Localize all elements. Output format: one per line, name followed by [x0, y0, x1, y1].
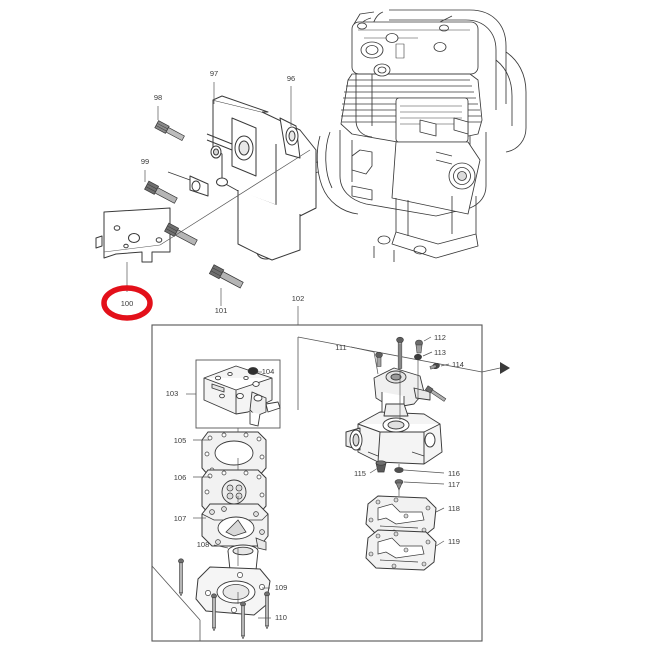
callout-118: 118 — [448, 504, 460, 513]
callout-labels: 96 97 98 99 100 101 102 103 104 105 106 … — [121, 69, 464, 622]
part-114-body — [429, 362, 440, 370]
intake-manifold-part — [167, 95, 317, 261]
callout-102: 102 — [292, 294, 305, 303]
upper-assembly-leader-lines — [103, 82, 311, 325]
callout-110: 110 — [275, 613, 287, 622]
carburetor-body-103 — [203, 365, 281, 427]
callout-97: 97 — [210, 69, 218, 78]
part-112-body — [415, 339, 423, 354]
carburetor-main-body-right — [345, 403, 443, 465]
callout-99: 99 — [141, 157, 149, 166]
part-113-body — [414, 353, 422, 361]
pump-body-107 — [201, 503, 269, 551]
part-104-valve — [247, 367, 259, 375]
frame-divider-lines — [151, 336, 510, 641]
carburetor-main-frame — [151, 324, 483, 642]
callout-96: 96 — [287, 74, 295, 83]
callout-108: 108 — [197, 540, 210, 549]
carb-right-leader-lines — [350, 336, 450, 547]
callout-103: 103 — [166, 389, 179, 398]
callout-107: 107 — [174, 514, 187, 523]
callout-112: 112 — [434, 333, 446, 342]
callout-106: 106 — [174, 473, 187, 482]
gasket-118 — [365, 495, 437, 537]
base-plate-109 — [195, 566, 271, 616]
callout-113: 113 — [434, 348, 446, 357]
red-highlight-ellipse — [101, 285, 153, 321]
gasket-plate-part-100 — [95, 207, 171, 263]
callout-116: 116 — [448, 469, 460, 478]
upper-fasteners — [144, 120, 244, 289]
callout-105: 105 — [174, 436, 187, 445]
callout-98: 98 — [154, 93, 162, 102]
callout-111: 111 — [335, 343, 346, 352]
part-116-washer — [394, 467, 404, 473]
carb-left-leader-lines — [186, 371, 271, 619]
callout-101: 101 — [215, 306, 228, 315]
callout-109: 109 — [275, 583, 288, 592]
gasket-105 — [201, 431, 267, 477]
callout-115: 115 — [354, 469, 366, 478]
callout-100: 100 — [121, 299, 134, 308]
callout-119: 119 — [448, 537, 460, 546]
callout-117: 117 — [448, 480, 460, 489]
callout-114: 114 — [452, 360, 464, 369]
gasket-119 — [365, 529, 437, 571]
callout-104: 104 — [262, 367, 275, 376]
engine-block-illustration — [303, 9, 527, 262]
part-115-plug — [375, 460, 387, 473]
part-117-spring — [394, 479, 404, 491]
diaphragm-106 — [201, 469, 267, 515]
